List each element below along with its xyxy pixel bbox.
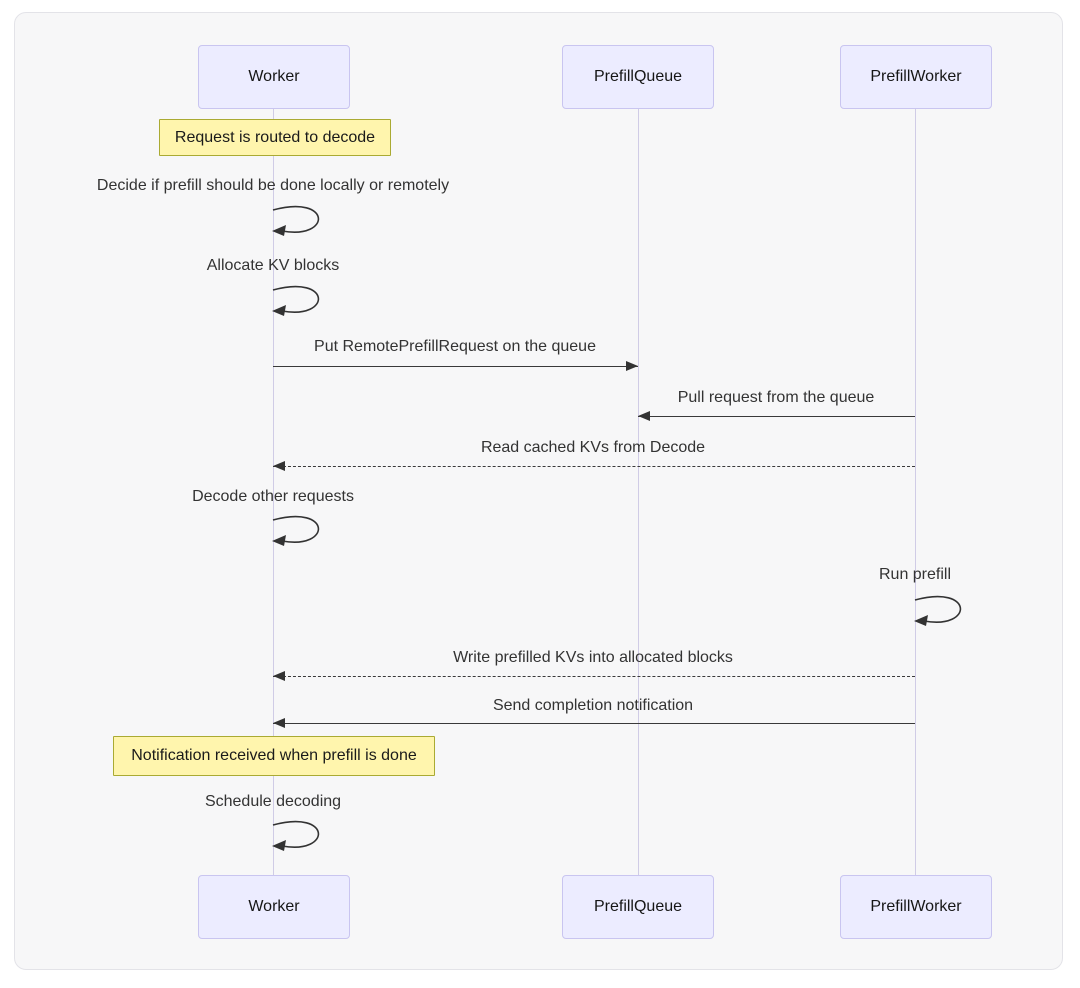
message-label: Schedule decoding: [204, 793, 342, 810]
diagram-canvas: Worker PrefillQueue PrefillWorker Worker…: [14, 12, 1063, 970]
actor-worker-top: Worker: [198, 45, 350, 109]
lifeline-prefill-worker: [914, 107, 916, 875]
message-label: Send completion notification: [492, 697, 694, 714]
arrow-line: [273, 366, 638, 367]
message-label: Allocate KV blocks: [206, 257, 340, 274]
message-label: Run prefill: [878, 566, 952, 583]
arrowhead-left-icon: [273, 671, 285, 681]
self-loop-arrow: [272, 285, 320, 316]
message-label: Pull request from the queue: [677, 389, 875, 406]
actor-prefill-queue-top: PrefillQueue: [562, 45, 714, 109]
message-label: Put RemotePrefillRequest on the queue: [314, 338, 596, 355]
note-notification-received: Notification received when prefill is do…: [113, 736, 435, 776]
arrow-line: [638, 416, 915, 417]
arrowhead-left-icon: [273, 718, 285, 728]
actor-prefill-worker-bottom: PrefillWorker: [840, 875, 992, 939]
actor-worker-bottom: Worker: [198, 875, 350, 939]
self-loop-arrow: [914, 595, 962, 626]
arrow-line: [273, 723, 915, 724]
actor-prefill-worker-top: PrefillWorker: [840, 45, 992, 109]
actor-prefill-queue-bottom: PrefillQueue: [562, 875, 714, 939]
self-loop-arrow: [272, 205, 320, 236]
lifeline-prefill-queue: [637, 107, 639, 875]
message-label: Decide if prefill should be done locally…: [96, 177, 450, 194]
lifeline-worker: [272, 107, 274, 875]
arrowhead-right-icon: [626, 361, 638, 371]
message-label: Decode other requests: [192, 488, 354, 505]
arrow-line-dashed: [273, 466, 915, 467]
arrowhead-left-icon: [638, 411, 650, 421]
note-request-routed: Request is routed to decode: [159, 119, 391, 156]
arrow-line-dashed: [273, 676, 915, 677]
message-label: Read cached KVs from Decode: [480, 439, 706, 456]
self-loop-arrow: [272, 515, 320, 546]
arrowhead-left-icon: [273, 461, 285, 471]
message-label: Write prefilled KVs into allocated block…: [453, 649, 733, 666]
self-loop-arrow: [272, 820, 320, 851]
